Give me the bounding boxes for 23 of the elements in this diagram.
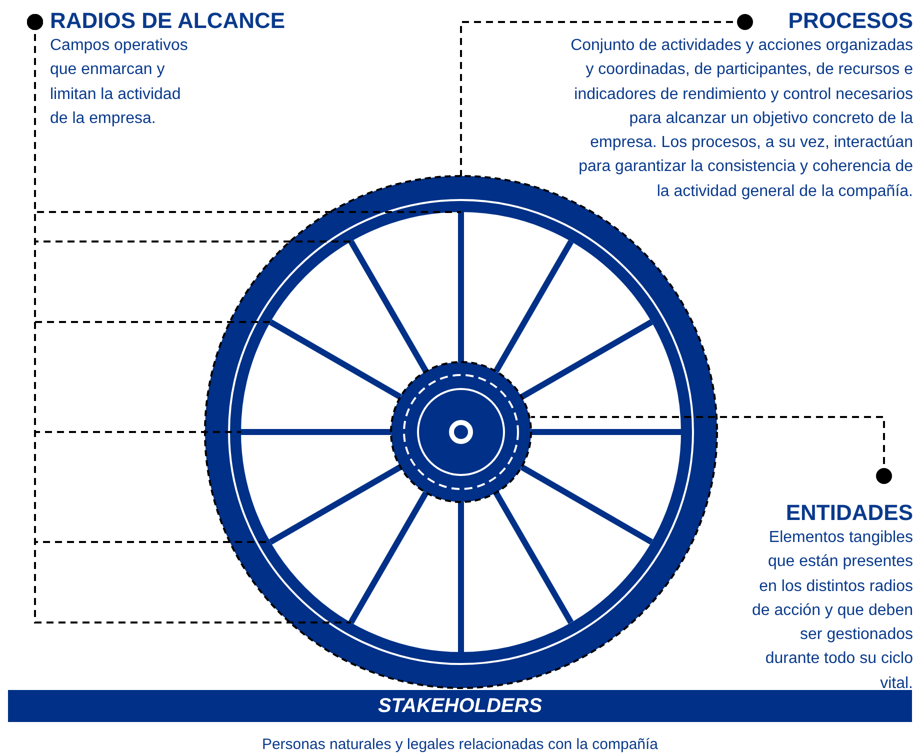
wheel-spoke [520,319,654,400]
leader-line [27,14,351,624]
leader-line [460,14,753,176]
wheel-spoke [458,502,464,652]
wheel-spoke [531,429,681,435]
wheel-spoke [241,429,391,435]
wheel-spoke [348,240,429,373]
wheel-spoke [348,491,429,624]
wheel-spoke [268,319,402,400]
description: Personas naturales y legales relacionadas con la compañía [260,736,660,753]
wheel-spoke [493,240,574,373]
heading: RADIOS DE ALCANCE [50,8,286,34]
wheel-spoke [268,464,402,545]
wheel-hub [390,361,532,503]
heading: PROCESOS [788,8,913,34]
description: Conjunto de actividades y acciones organizadas y coordinadas, de participantes, de recursos e indicadores de rendimiento y control necesarios para alcanzar un objetivo concreto de la empresa. Los procesos, a su vez, interactúan para garantizar la consistencia y coherencia de la actividad general de la compañía. [570,36,913,202]
wheel-spoke [493,491,574,624]
title-band: STAKEHOLDERS [8,690,912,722]
wheel-spoke [520,464,654,545]
leader-line [531,416,892,484]
heading: ENTIDADES [786,500,913,526]
wheel-spoke [458,212,464,362]
description: Campos operativos que enmarcan y limitan la actividad de la empresa. [50,36,189,129]
